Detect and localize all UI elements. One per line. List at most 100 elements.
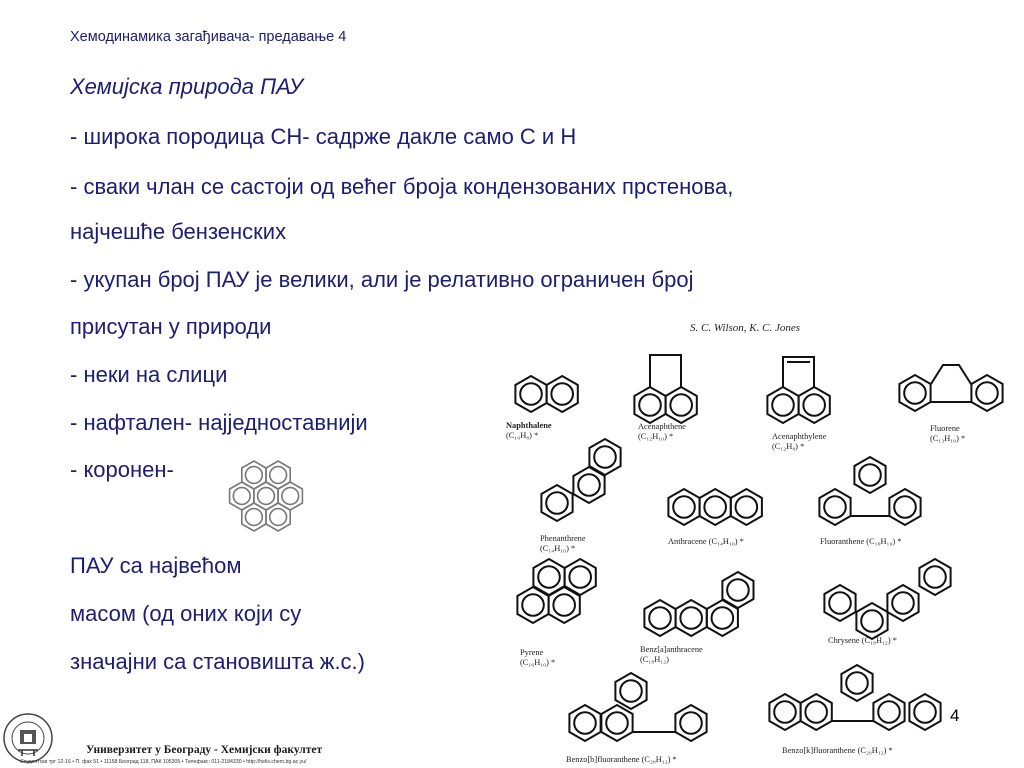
benzene-ring [799, 692, 833, 732]
bullet-line-4: - укупан број ПАУ је велики, али је рела… [70, 267, 694, 292]
slide-title: Хемијска природа ПАУ [70, 74, 303, 99]
bullet-line-7: - нафтален- најједноставнији [70, 410, 368, 435]
benzene-ring [908, 692, 942, 732]
label-chrysene: Chrysene (C₁₈H₁₂) * [828, 636, 897, 645]
benzene-ring [664, 385, 698, 425]
aromatic-circle [519, 382, 543, 406]
aromatic-circle [268, 465, 288, 485]
aromatic-circle [804, 700, 828, 724]
aromatic-circle [726, 578, 750, 602]
aromatic-circle [537, 565, 561, 589]
benzene-ring [545, 374, 579, 414]
benzene-ring [563, 557, 597, 597]
aromatic-circle [771, 393, 795, 417]
aromatic-circle [710, 606, 735, 630]
label-acenaphthene: Acenaphthene(C₁₂H₁₀) * [638, 422, 686, 441]
benzene-ring [918, 557, 952, 597]
pah-structures-figure [514, 354, 1004, 743]
label-phenanthrene: Phenanthrene(C₁₄H₁₀) * [540, 534, 586, 553]
bullet-line-8: - коронен- [70, 457, 174, 482]
vinylene-bridge [782, 356, 815, 387]
aromatic-circle [577, 473, 601, 497]
benzene-ring [818, 487, 852, 527]
aromatic-circle [545, 491, 569, 515]
aromatic-circle [891, 591, 915, 615]
bullet-line-9: ПАУ са највећом [70, 553, 242, 578]
slide-header: Хемодинамика загађивача- предавање 4 [70, 29, 347, 45]
ethylene-bridge [649, 354, 682, 387]
university-seal-logo [3, 713, 53, 763]
aromatic-circle [975, 381, 999, 405]
aromatic-circle [281, 486, 300, 506]
benzene-ring [588, 437, 622, 477]
aromatic-circle [552, 593, 576, 617]
aromatic-circle [256, 486, 276, 506]
aromatic-circle [672, 495, 696, 519]
label-pyrene: Pyrene(C₁₆H₁₀) * [520, 648, 556, 667]
label-benzo-b-fluoranthene: Benzo[b]fluoranthene (C₂₀H₁₂) * [566, 755, 677, 764]
slide-number: 4 [950, 706, 960, 725]
aromatic-circle [734, 495, 759, 519]
aromatic-circle [593, 445, 617, 469]
aromatic-circle [521, 593, 545, 617]
aromatic-circle [845, 671, 869, 695]
aromatic-circle [703, 495, 727, 519]
benzene-ring [970, 373, 1004, 413]
aromatic-circle [244, 507, 264, 527]
benzene-ring [572, 465, 606, 505]
bullet-line-2: - сваки члан се састоји од већег броја к… [70, 174, 734, 199]
benzene-ring [674, 703, 708, 743]
aromatic-circle [828, 591, 852, 615]
aromatic-circle [923, 565, 947, 589]
coronene-ring [265, 460, 291, 490]
label-benz-a-anthracene: Benz[a]anthracene(C₁₈H₁₂) [640, 645, 703, 664]
label-acenaphthylene: Acenaphthylene(C₁₂H₈) * [772, 432, 827, 451]
label-fluoranthene: Fluoranthene (C₁₆H₁₀) * [820, 537, 902, 546]
figure-author: S. C. Wilson, K. C. Jones [690, 322, 801, 334]
aromatic-circle [244, 465, 264, 485]
aromatic-circle [903, 381, 927, 405]
aromatic-circle [860, 609, 884, 633]
label-naphthalene: Naphthalene(C₁₀H₈) * [506, 421, 552, 440]
benzene-ring [823, 583, 857, 623]
bullet-line-5: присутан у природи [70, 314, 272, 339]
coronene-structure [228, 460, 304, 532]
footer-university: Универзитет у Београду - Хемијски факулт… [86, 744, 323, 756]
aromatic-circle [232, 486, 251, 506]
aromatic-circle [648, 606, 672, 630]
benzene-ring [614, 671, 648, 711]
benzene-ring [721, 570, 755, 610]
benzene-ring [888, 487, 922, 527]
bullet-line-6: - неки на слици [70, 362, 228, 387]
aromatic-circle [605, 711, 629, 735]
label-anthracene: Anthracene (C₁₄H₁₀) * [668, 537, 744, 546]
aromatic-circle [638, 393, 662, 417]
benzene-ring [886, 583, 920, 623]
aromatic-circle [858, 463, 882, 487]
benzene-ring [853, 455, 887, 495]
aromatic-circle [550, 382, 574, 406]
benzene-ring [840, 663, 874, 703]
aromatic-circle [877, 700, 901, 724]
footer-address: Студентски трг 12-16 • П. фах 51 • 11158… [20, 759, 307, 765]
benzene-ring [729, 487, 763, 527]
aromatic-circle [619, 679, 643, 703]
benzene-ring [797, 385, 831, 425]
aromatic-circle [669, 393, 693, 417]
benzene-ring [600, 703, 634, 743]
bullet-line-3: најчешће бензенских [70, 219, 287, 244]
aromatic-circle [913, 700, 937, 724]
aromatic-circle [823, 495, 847, 519]
benzene-ring [898, 373, 932, 413]
aromatic-circle [893, 495, 917, 519]
aromatic-circle [573, 711, 597, 735]
benzene-ring [872, 692, 906, 732]
label-fluorene: Fluorene(C₁₃H₁₀) * [930, 424, 966, 443]
aromatic-circle [679, 711, 703, 735]
methylene-bridge [930, 364, 972, 385]
aromatic-circle [679, 606, 703, 630]
benzene-ring [547, 585, 581, 625]
aromatic-circle [773, 700, 797, 724]
aromatic-circle [802, 393, 826, 417]
aromatic-circle [268, 507, 288, 527]
